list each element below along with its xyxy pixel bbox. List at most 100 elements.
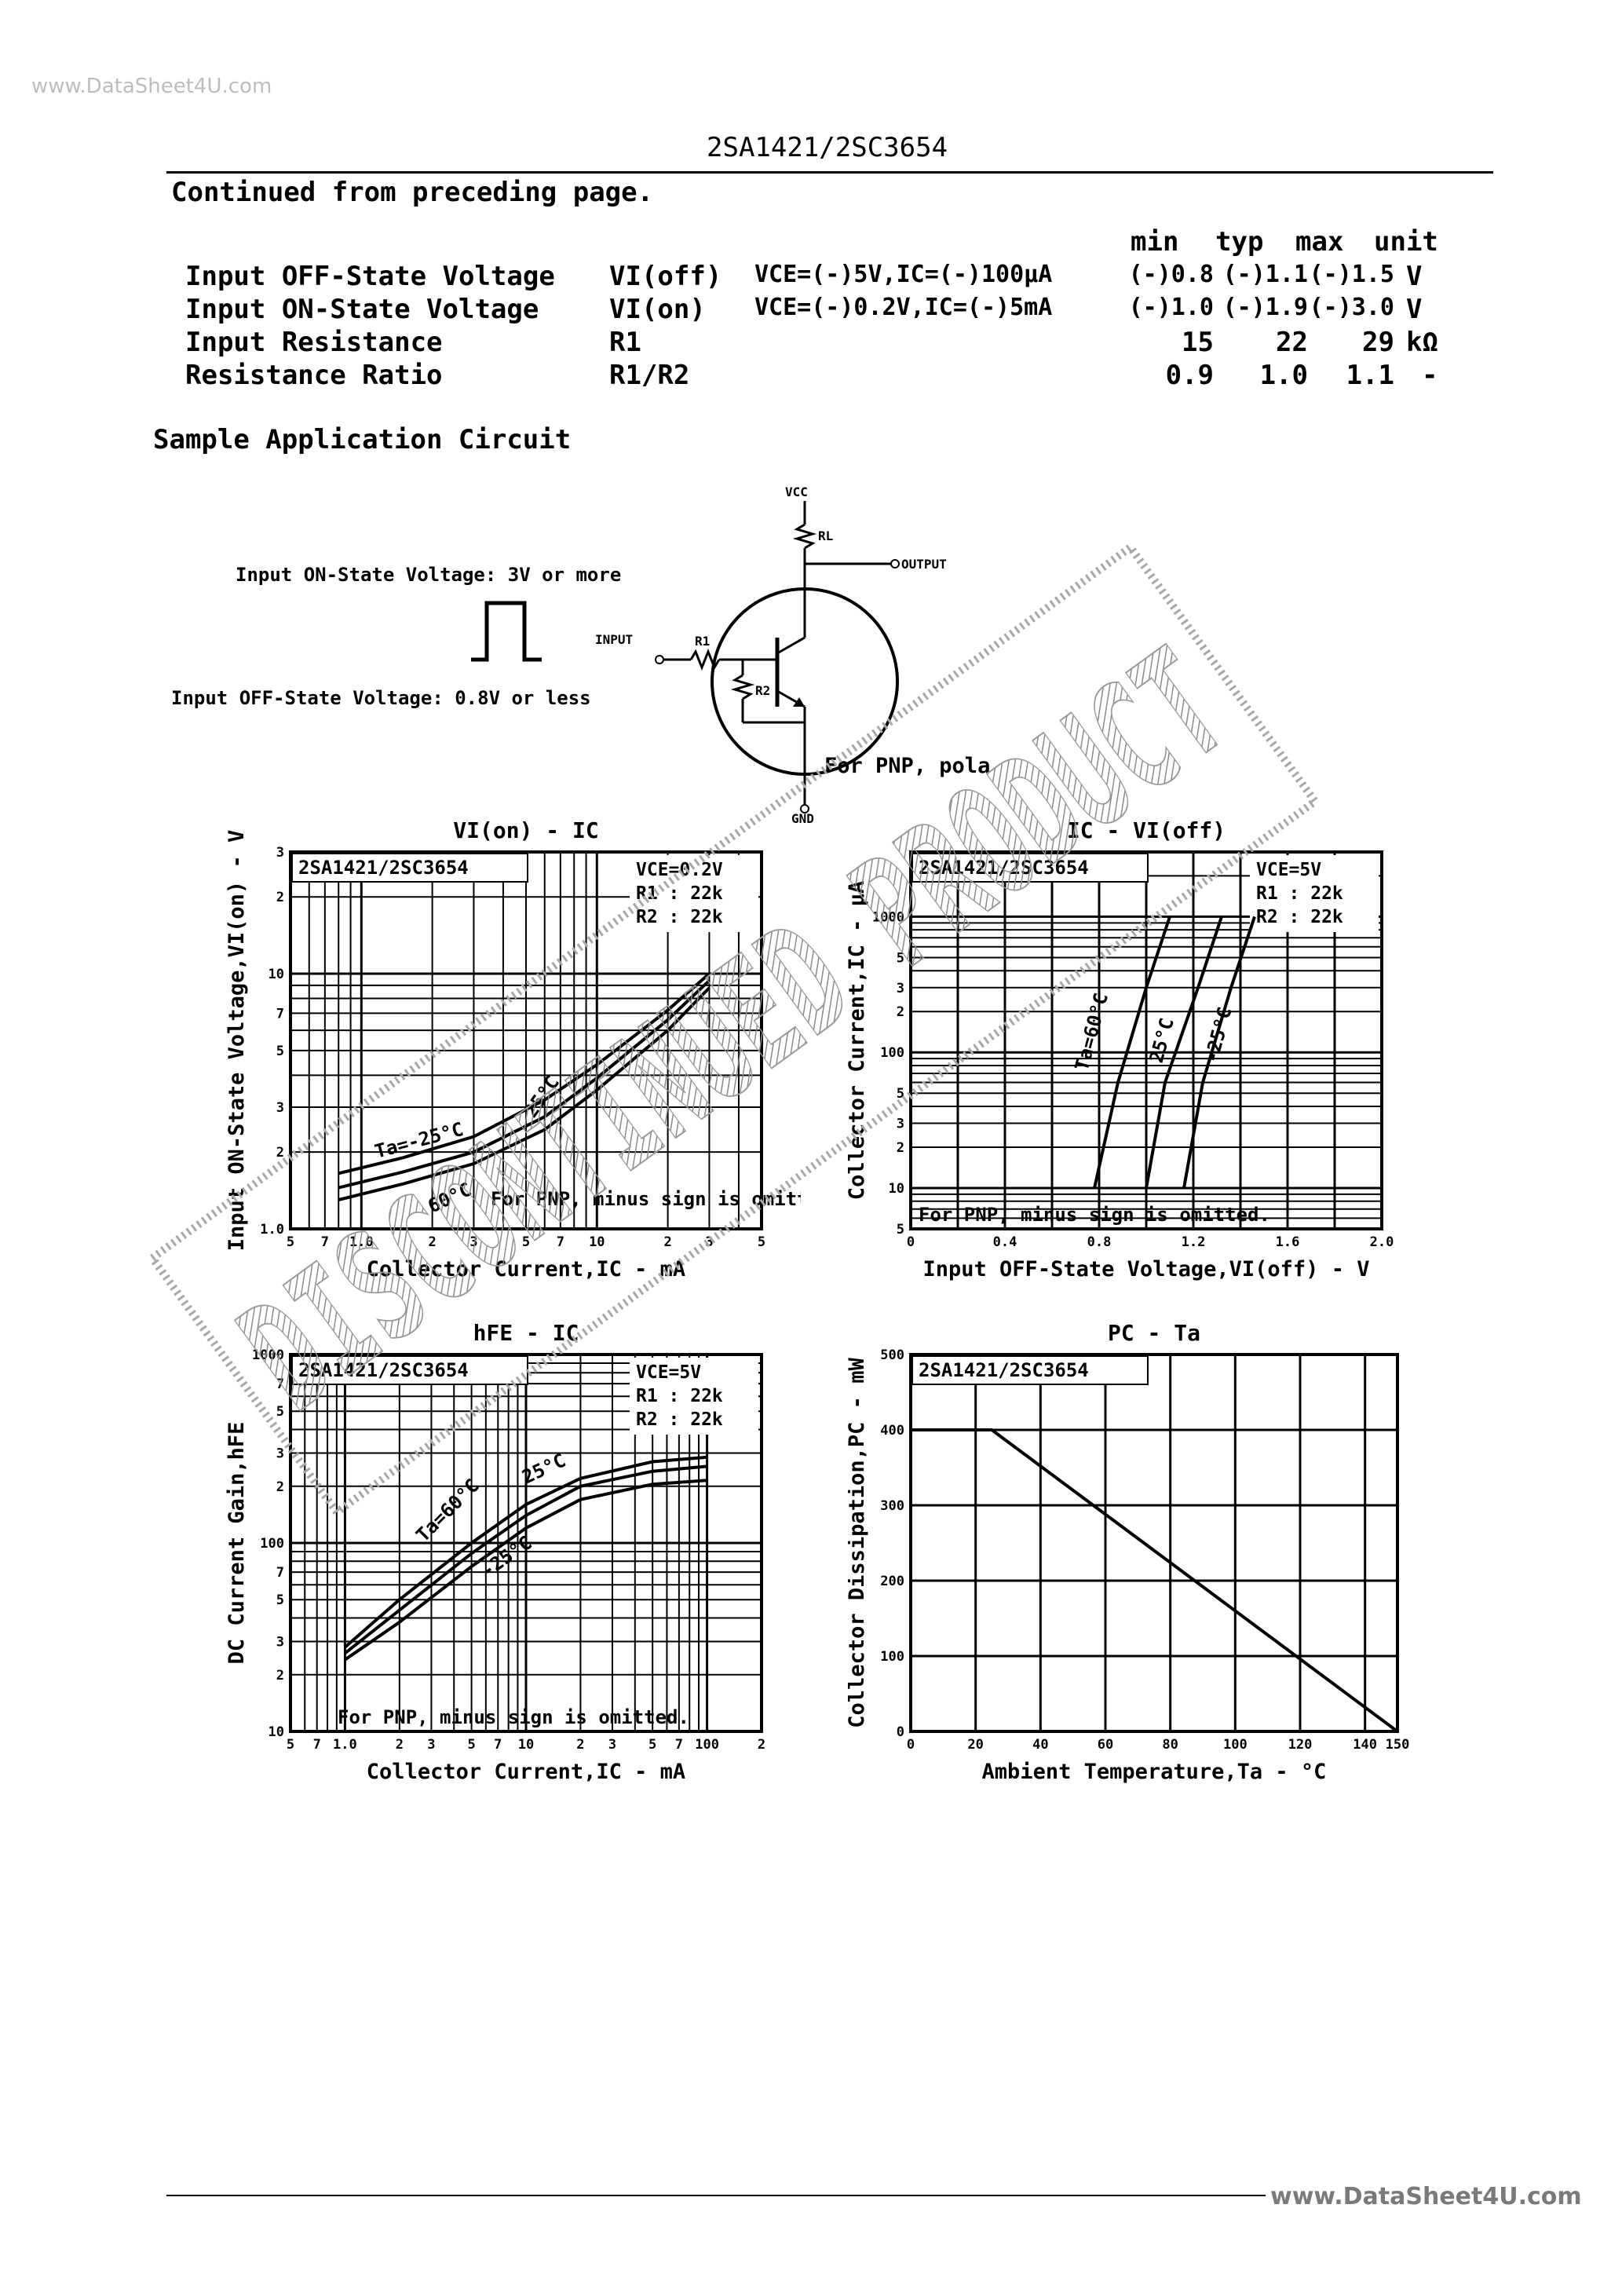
resistor-r2: [730, 674, 755, 700]
spec-row-unit: -: [1422, 360, 1438, 391]
y-axis-label: Collector Current,IC - µA: [848, 881, 869, 1200]
x-tick-label: 120: [1288, 1737, 1313, 1753]
y-tick-label: 5: [276, 1404, 284, 1420]
spec-row-min: (-)0.8: [1128, 261, 1214, 288]
spec-row-param: Resistance Ratio: [185, 360, 443, 391]
y-tick-label: 400: [880, 1423, 904, 1439]
y-axis-label: DC Current Gain,hFE: [225, 1422, 249, 1665]
x-tick-label: 60: [1098, 1737, 1113, 1753]
y-tick-label: 100: [880, 1045, 904, 1061]
curve-annotation: Ta=60°C: [411, 1475, 483, 1546]
x-axis-label: Collector Current,IC - mA: [367, 1760, 685, 1784]
x-tick-label: 40: [1032, 1737, 1048, 1753]
x-axis-label: Input OFF-State Voltage,VI(off) - V: [923, 1257, 1370, 1281]
x-tick-label: 3: [469, 1234, 477, 1250]
x-tick-label: 0: [907, 1234, 915, 1250]
x-tick-label: 5: [522, 1234, 530, 1250]
y-tick-label: 3: [897, 1117, 904, 1132]
x-tick-label: 7: [313, 1737, 321, 1753]
x-tick-label: 0: [907, 1737, 915, 1753]
circuit-title: Sample Application Circuit: [153, 424, 572, 455]
chart-title: VI(on) - IC: [453, 817, 598, 843]
y-tick-label: 10: [889, 1181, 904, 1197]
x-tick-label: 2: [663, 1234, 671, 1250]
spec-row-condition: VCE=(-)5V,IC=(-)100µA: [754, 261, 1053, 288]
spec-header-typ: typ: [1215, 226, 1264, 258]
spec-row-max: 1.1: [1346, 360, 1394, 391]
x-tick-label: 100: [1223, 1737, 1248, 1753]
x-tick-label: 20: [967, 1737, 983, 1753]
resistor-r1: [689, 648, 721, 671]
series-line: [911, 1428, 1399, 1733]
spec-row-symbol: R1/R2: [609, 360, 690, 391]
sample-circuit-diagram: VCC RL OUTPUT INPUT R1 R2 GND For PNP, p…: [471, 484, 989, 824]
spec-row-typ: 22: [1276, 327, 1308, 358]
x-tick-label: 7: [494, 1737, 502, 1753]
spec-row-max: (-)1.5: [1309, 261, 1394, 288]
spec-row-unit: V: [1406, 261, 1423, 292]
chart-title: PC - Ta: [1108, 1320, 1200, 1346]
chart-note: For PNP, minus sign is omitted.: [491, 1188, 801, 1210]
y-tick-label: 2: [276, 1145, 284, 1161]
y-tick-label: 5: [897, 1086, 904, 1102]
x-tick-label: 3: [608, 1737, 616, 1753]
gnd-terminal: [800, 804, 809, 813]
watermark-top: www.DataSheet4U.com: [31, 75, 272, 98]
spec-row-condition: VCE=(-)0.2V,IC=(-)5mA: [754, 294, 1053, 321]
conditions-box: [1250, 855, 1379, 932]
spec-row-symbol: VI(off): [609, 261, 722, 292]
footer-rule: [166, 2195, 1266, 2196]
circuit-off-label: Input OFF-State Voltage: 0.8V or less: [171, 687, 591, 709]
plot-frame: [909, 1353, 1399, 1733]
plot-frame: [909, 850, 1383, 1230]
y-tick-label: 2: [276, 1668, 284, 1684]
device-box-label: 2SA1421/2SC3654: [298, 1359, 469, 1381]
x-tick-label: 5: [758, 1234, 765, 1250]
series-line: [338, 986, 711, 1201]
spec-row-max: 29: [1362, 327, 1394, 358]
y-tick-label: 7: [276, 1006, 284, 1022]
device-box-label: 2SA1421/2SC3654: [919, 1359, 1089, 1381]
output-label: OUTPUT: [901, 557, 947, 572]
x-tick-label: 5: [467, 1737, 475, 1753]
series-line: [344, 1479, 707, 1662]
x-tick-label: 5: [648, 1737, 656, 1753]
spec-row-param: Input Resistance: [185, 327, 443, 358]
chart-title: IC - VI(off): [1067, 817, 1226, 843]
part-number-header: 2SA1421/2SC3654: [707, 132, 948, 163]
series-line: [338, 972, 711, 1175]
condition-label: VCE=5V: [1256, 860, 1321, 880]
watermark-bottom: www.DataSheet4U.com: [1270, 2183, 1582, 2210]
device-box: [911, 1355, 1149, 1385]
x-tick-label: 10: [518, 1737, 534, 1753]
load-resistor: [792, 523, 817, 550]
spec-header-unit: unit: [1374, 226, 1438, 258]
y-tick-label: 2: [897, 1004, 904, 1020]
spec-row-min: (-)1.0: [1128, 294, 1214, 321]
input-label: INPUT: [595, 632, 633, 647]
input-pulse-waveform: [471, 601, 542, 662]
spec-row-min: 15: [1182, 327, 1214, 358]
gnd-label: GND: [791, 811, 814, 824]
y-tick-label: 1000: [252, 1347, 284, 1363]
y-tick-label: 500: [880, 1347, 904, 1363]
circuit-on-label: Input ON-State Voltage: 3V or more: [236, 564, 622, 586]
y-tick-label: 7: [276, 1565, 284, 1581]
x-tick-label: 100: [695, 1737, 719, 1753]
condition-label: R1 : 22k: [1256, 883, 1343, 904]
r1-label: R1: [695, 634, 710, 649]
condition-label: VCE=5V: [636, 1362, 701, 1383]
series-line: [1145, 916, 1223, 1189]
y-tick-label: 2: [897, 1140, 904, 1156]
y-tick-label: 10: [269, 967, 284, 982]
x-axis-label: Ambient Temperature,Ta - °C: [982, 1760, 1327, 1784]
x-axis-label: Collector Current,IC - mA: [367, 1257, 685, 1281]
x-tick-label: 0.8: [1087, 1234, 1112, 1250]
condition-label: R2 : 22k: [1256, 907, 1343, 927]
input-terminal: [655, 655, 664, 664]
spec-row-unit: kΩ: [1406, 327, 1438, 358]
y-tick-label: 2: [276, 890, 284, 905]
